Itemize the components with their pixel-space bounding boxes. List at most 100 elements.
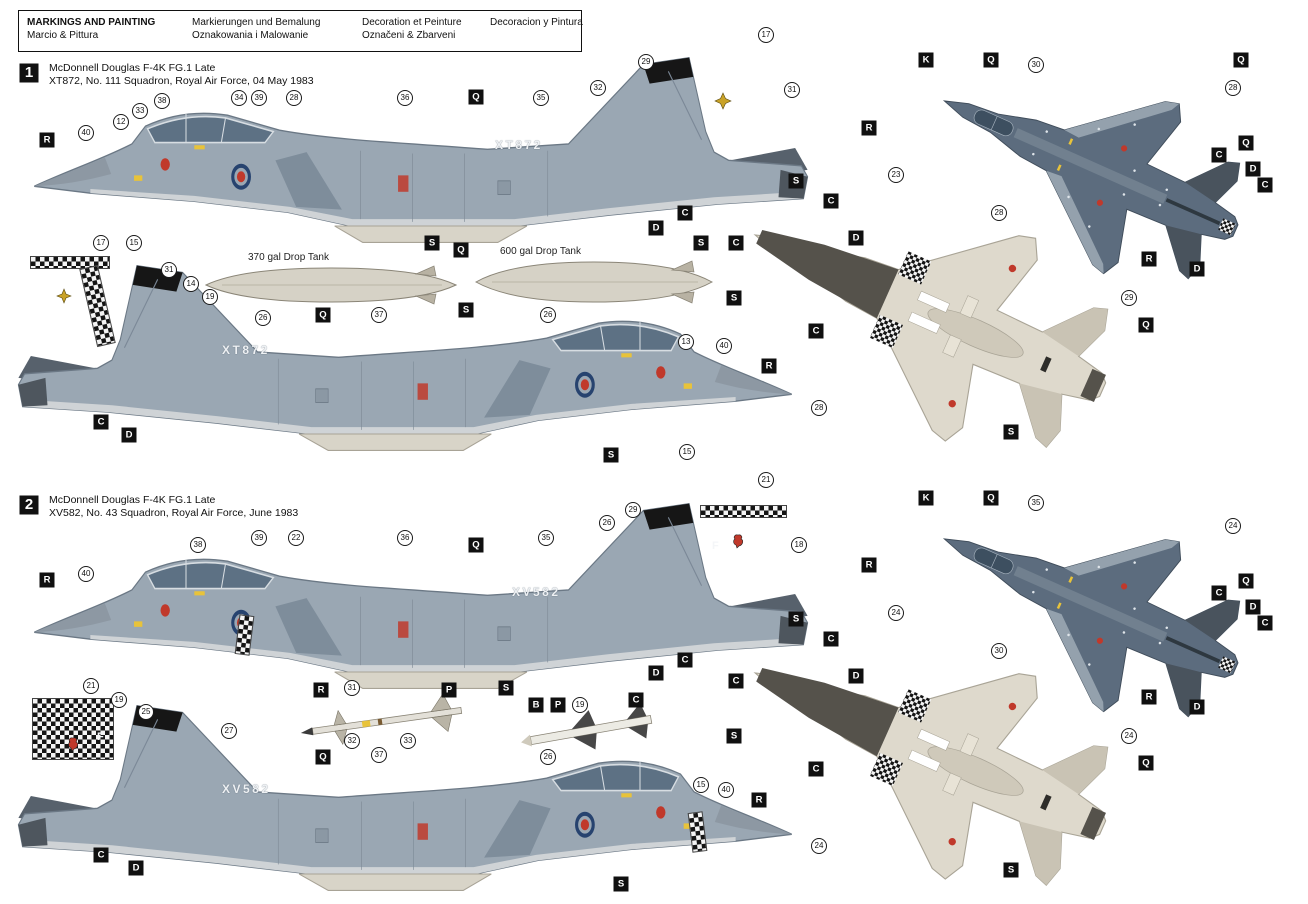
callout-number-32: 32 (344, 733, 360, 749)
callout-letter-D: D (1189, 261, 1205, 277)
callout-number-32: 32 (590, 80, 606, 96)
callout-letter-C: C (728, 235, 744, 251)
callout-number-21: 21 (758, 472, 774, 488)
callout-letter-K: K (918, 52, 934, 68)
sparrow-missile (521, 703, 653, 750)
callout-letter-C: C (677, 205, 693, 221)
callout-number-27: 27 (221, 723, 237, 739)
section-1-subtitle: XT872, No. 111 Squadron, Royal Air Force… (49, 75, 314, 87)
callout-letter-C: C (628, 692, 644, 708)
callout-letter-P: P (550, 697, 566, 713)
callout-letter-D: D (121, 427, 137, 443)
squadron-crest-111-b (56, 288, 72, 309)
callout-letter-S: S (788, 173, 804, 189)
callout-letter-S: S (1003, 862, 1019, 878)
callout-number-36: 36 (397, 530, 413, 546)
section-2-number: 2 (18, 494, 40, 516)
callout-letter-C: C (808, 323, 824, 339)
callout-letter-C: C (808, 761, 824, 777)
callout-number-13: 13 (678, 334, 694, 350)
squadron-emblem-43-b (66, 736, 80, 757)
bottom-view-xv582 (690, 598, 1190, 904)
callout-letter-Q: Q (1238, 573, 1254, 589)
callout-letter-C: C (823, 193, 839, 209)
callout-number-34: 34 (231, 90, 247, 106)
callout-number-22: 22 (288, 530, 304, 546)
callout-letter-C: C (1211, 585, 1227, 601)
callout-number-35: 35 (1028, 495, 1044, 511)
callout-number-40: 40 (716, 338, 732, 354)
callout-letter-S: S (1003, 424, 1019, 440)
callout-letter-S: S (498, 680, 514, 696)
callout-number-17: 17 (758, 27, 774, 43)
callout-number-35: 35 (538, 530, 554, 546)
callout-number-19: 19 (572, 697, 588, 713)
callout-letter-R: R (1141, 251, 1157, 267)
callout-letter-S: S (458, 302, 474, 318)
callout-letter-D: D (1245, 161, 1261, 177)
callout-number-26: 26 (599, 515, 615, 531)
callout-letter-C: C (1211, 147, 1227, 163)
callout-letter-R: R (861, 557, 877, 573)
callout-number-31: 31 (784, 82, 800, 98)
callout-number-19: 19 (111, 692, 127, 708)
callout-number-26: 26 (255, 310, 271, 326)
callout-letter-D: D (648, 220, 664, 236)
section-2-subtitle: XV582, No. 43 Squadron, Royal Air Force,… (49, 507, 299, 519)
callout-number-37: 37 (371, 307, 387, 323)
callout-letter-S: S (693, 235, 709, 251)
callout-letter-B: B (528, 697, 544, 713)
callout-letter-Q: Q (468, 89, 484, 105)
callout-letter-Q: Q (1233, 52, 1249, 68)
section-1-header: 1 McDonnell Douglas F-4K FG.1 Late XT872… (18, 62, 314, 88)
callout-letter-D: D (128, 860, 144, 876)
drop-tank-600 (474, 260, 714, 304)
callout-number-24: 24 (1225, 518, 1241, 534)
callout-number-33: 33 (400, 733, 416, 749)
callout-number-26: 26 (540, 749, 556, 765)
callout-letter-C: C (1257, 177, 1273, 193)
callout-number-23: 23 (888, 167, 904, 183)
sidewinder-missile (300, 693, 463, 745)
bottom-view-xt872 (690, 160, 1190, 500)
drop-tank-370 (204, 265, 458, 305)
callout-number-18: 18 (791, 537, 807, 553)
callout-letter-Q: Q (453, 242, 469, 258)
callout-letter-Q: Q (1238, 135, 1254, 151)
callout-letter-S: S (424, 235, 440, 251)
callout-number-29: 29 (638, 54, 654, 70)
callout-number-36: 36 (397, 90, 413, 106)
tail-code-profile-1a: XT872 (495, 138, 543, 152)
callout-number-24: 24 (888, 605, 904, 621)
callout-letter-D: D (648, 665, 664, 681)
callout-letter-S: S (788, 611, 804, 627)
callout-number-28: 28 (286, 90, 302, 106)
callout-letter-P: P (441, 682, 457, 698)
callout-number-31: 31 (161, 262, 177, 278)
callout-letter-S: S (726, 290, 742, 306)
callout-number-38: 38 (190, 537, 206, 553)
callout-letter-C: C (823, 631, 839, 647)
callout-number-33: 33 (132, 103, 148, 119)
callout-letter-C: C (677, 652, 693, 668)
callout-letter-Q: Q (1138, 317, 1154, 333)
drop-tank-370-label: 370 gal Drop Tank (248, 252, 329, 263)
callout-letter-C: C (93, 414, 109, 430)
callout-letter-Q: Q (983, 490, 999, 506)
callout-number-35: 35 (533, 90, 549, 106)
callout-letter-K: K (918, 490, 934, 506)
callout-letter-C: C (1257, 615, 1273, 631)
callout-letter-Q: Q (468, 537, 484, 553)
squadron-emblem-43 (731, 533, 745, 554)
tail-code-profile-1b: XT872 (222, 343, 270, 357)
callout-letter-D: D (848, 668, 864, 684)
drop-tank-600-label: 600 gal Drop Tank (500, 246, 581, 257)
fin-code-letter-2b: F (97, 731, 104, 743)
tail-code-profile-2a: XV582 (512, 585, 561, 599)
callout-number-17: 17 (93, 235, 109, 251)
callout-letter-S: S (613, 876, 629, 892)
callout-letter-D: D (1189, 699, 1205, 715)
sheet-title-box: MARKINGS AND PAINTING Marcio & Pittura M… (18, 10, 583, 52)
callout-number-24: 24 (1121, 728, 1137, 744)
